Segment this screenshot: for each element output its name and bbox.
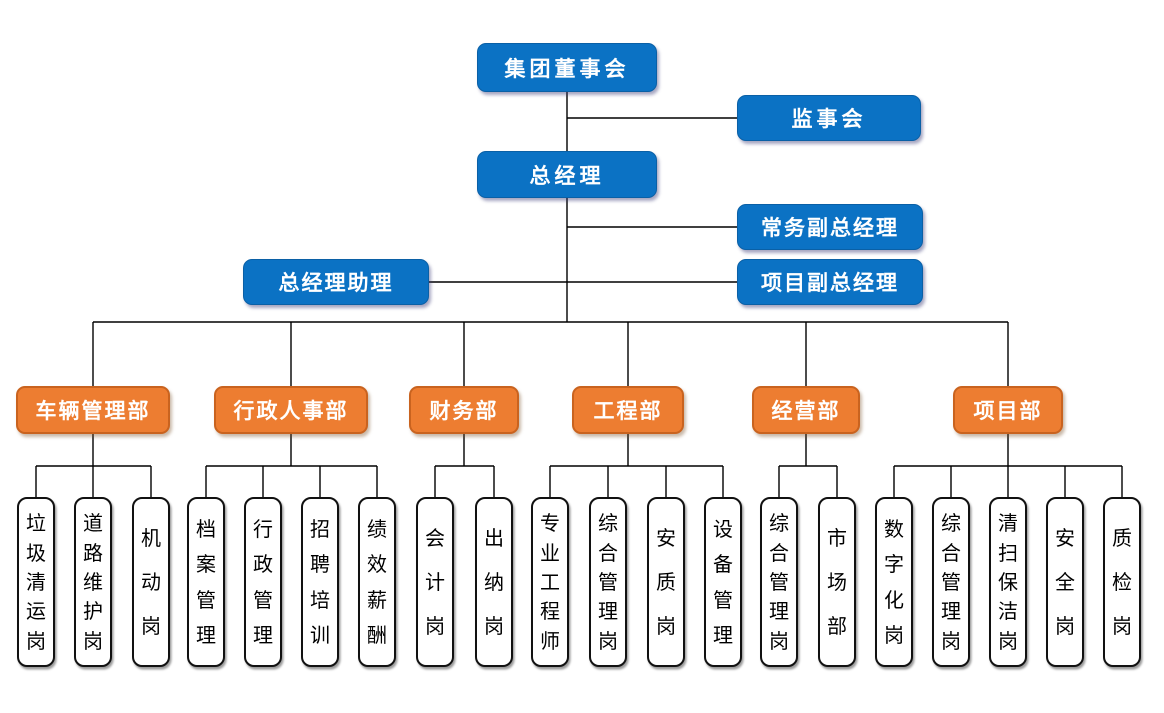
post-market-department: 市场部 bbox=[818, 497, 856, 667]
post-comprehensive-management-operations: 综合管理岗 bbox=[760, 497, 798, 667]
post-road-maintenance: 道路维护岗 bbox=[74, 497, 112, 667]
post-professional-engineer: 专业工程师 bbox=[531, 497, 569, 667]
post-quality-inspection: 质检岗 bbox=[1103, 497, 1141, 667]
post-accounting: 会计岗 bbox=[416, 497, 454, 667]
post-cashier: 出纳岗 bbox=[475, 497, 513, 667]
post-admin-management: 行政管理 bbox=[244, 497, 282, 667]
post-equipment-management: 设备管理 bbox=[704, 497, 742, 667]
post-mobile-duty: 机动岗 bbox=[132, 497, 170, 667]
post-comprehensive-management-project: 综合管理岗 bbox=[932, 497, 970, 667]
dept-vehicle-management: 车辆管理部 bbox=[16, 386, 170, 434]
post-safety-quality: 安质岗 bbox=[647, 497, 685, 667]
node-project-deputy-general-manager: 项目副总经理 bbox=[737, 259, 923, 305]
post-recruitment-training: 招聘培训 bbox=[301, 497, 339, 667]
post-performance-compensation: 绩效薪酬 bbox=[358, 497, 396, 667]
dept-finance: 财务部 bbox=[409, 386, 519, 434]
post-garbage-collection: 垃圾清运岗 bbox=[17, 497, 55, 667]
node-executive-deputy-general-manager: 常务副总经理 bbox=[737, 204, 923, 250]
post-comprehensive-management-engineering: 综合管理岗 bbox=[589, 497, 627, 667]
dept-project: 项目部 bbox=[953, 386, 1063, 434]
post-safety: 安全岗 bbox=[1046, 497, 1084, 667]
dept-operations: 经营部 bbox=[752, 386, 860, 434]
node-group-board-of-directors: 集团董事会 bbox=[477, 43, 657, 92]
node-supervisory-board: 监事会 bbox=[737, 95, 921, 141]
post-digitalization: 数字化岗 bbox=[875, 497, 913, 667]
node-general-manager-assistant: 总经理助理 bbox=[243, 259, 429, 305]
node-general-manager: 总经理 bbox=[477, 151, 657, 198]
post-archives-management: 档案管理 bbox=[187, 497, 225, 667]
post-sweeping-cleaning: 清扫保洁岗 bbox=[989, 497, 1027, 667]
dept-admin-hr: 行政人事部 bbox=[214, 386, 368, 434]
dept-engineering: 工程部 bbox=[572, 386, 684, 434]
